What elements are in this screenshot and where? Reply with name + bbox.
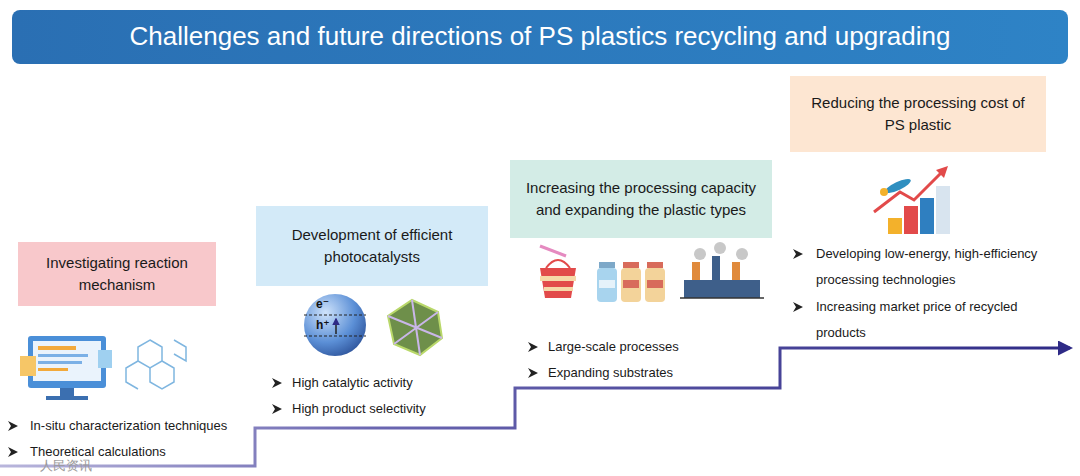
- stage-box: Reducing the processing cost of PS plast…: [790, 76, 1046, 152]
- basket-icon: [540, 246, 576, 298]
- stage-box: Development of efficient photocatalysts: [256, 206, 488, 286]
- semiconductor-sphere: [304, 294, 366, 356]
- bullet-item: Increasing market price of recycled prod…: [816, 294, 1066, 346]
- stage-heading: Investigating reaction mechanism: [30, 252, 204, 296]
- stage-box: Increasing the processing capacity and e…: [510, 160, 772, 238]
- bullet-item: Large-scale processes: [548, 334, 773, 360]
- staircase-arrow: [0, 348, 1070, 466]
- watermark: 人民资讯: [40, 458, 120, 474]
- stage-heading: Increasing the processing capacity and e…: [522, 177, 760, 221]
- cost-chart-icon: [874, 166, 950, 234]
- title-banner: [12, 10, 1068, 64]
- stage-heading: Development of efficient photocatalysts: [268, 224, 476, 268]
- bullet-item: Developing low-energy, high-efficiency p…: [816, 241, 1066, 293]
- bottles-icon: [597, 262, 665, 302]
- bullet-item: In-situ characterization techniques: [30, 413, 260, 439]
- bullet-item: Expanding substrates: [548, 360, 773, 386]
- charge-label: h⁺: [316, 318, 336, 332]
- nanocluster-icon: [388, 300, 442, 355]
- bullet-item: High product selectivity: [292, 396, 507, 422]
- title-text: Challenges and future directions of PS p…: [12, 10, 1068, 62]
- molecule-icon: [126, 340, 186, 389]
- charge-label: e⁻: [316, 297, 336, 311]
- factory-icon: [680, 242, 764, 298]
- stage-heading: Reducing the processing cost of PS plast…: [802, 92, 1034, 136]
- stage-box: Investigating reaction mechanism: [18, 242, 216, 306]
- bullet-item: High catalytic activity: [292, 370, 507, 396]
- computer-icon: [20, 336, 112, 400]
